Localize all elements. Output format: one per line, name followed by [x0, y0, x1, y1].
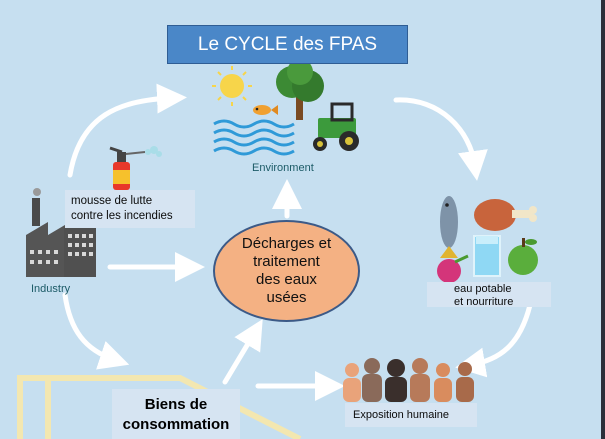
fish-food-icon: [440, 196, 458, 258]
arrow-environment-to-food: [393, 97, 488, 181]
tractor-icon: [313, 102, 359, 151]
arrow-food-to-human: [455, 302, 533, 378]
firefighting-foam-line-1: mousse de lutte: [71, 195, 153, 207]
apple-icon: [508, 238, 538, 275]
fire-extinguisher-icon: [109, 146, 162, 190]
goods-line-1: Biens de: [144, 396, 208, 413]
chicken-leg-icon: [474, 199, 537, 231]
water-glass-icon: [473, 235, 501, 277]
discharge-line-1: Décharges et: [241, 235, 332, 252]
factory-icon: [26, 188, 96, 277]
water-food-line-1: eau potable: [454, 283, 512, 295]
water-food-label: eau potable et nourriture: [427, 282, 551, 308]
house-roof-icon: [17, 375, 302, 439]
beet-icon: [437, 254, 469, 283]
discharge-line-3: des eaux: [256, 271, 317, 288]
water-waves-icon: [213, 119, 295, 156]
discharge-treatment-node: Décharges et traitement des eaux usées: [213, 220, 360, 322]
environment-label: Environment: [252, 162, 314, 174]
industry-label: Industry: [31, 283, 71, 295]
tree-icon: [276, 59, 324, 120]
human-exposure-label: Exposition humaine: [345, 403, 477, 427]
people-crowd-icon: [343, 358, 474, 402]
discharge-line-2: traitement: [253, 253, 320, 270]
water-food-line-2: et nourriture: [454, 296, 514, 308]
diagram-title: Le CYCLE des FPAS: [167, 25, 408, 64]
discharge-line-4: usées: [266, 289, 307, 306]
consumer-goods-node: Biens de consommation: [112, 389, 240, 439]
firefighting-foam-label: mousse de lutte contre les incendies: [65, 190, 195, 228]
goods-line-2: consommation: [122, 416, 230, 433]
arrow-industry-to-environment: [67, 83, 187, 178]
firefighting-foam-line-2: contre les incendies: [71, 210, 173, 222]
sun-icon: [212, 66, 252, 106]
arrow-industry-to-goods: [62, 292, 130, 370]
fish-icon: [253, 105, 278, 115]
right-edge-strip: [601, 0, 605, 439]
arrow-goods-to-discharge: [222, 319, 263, 385]
